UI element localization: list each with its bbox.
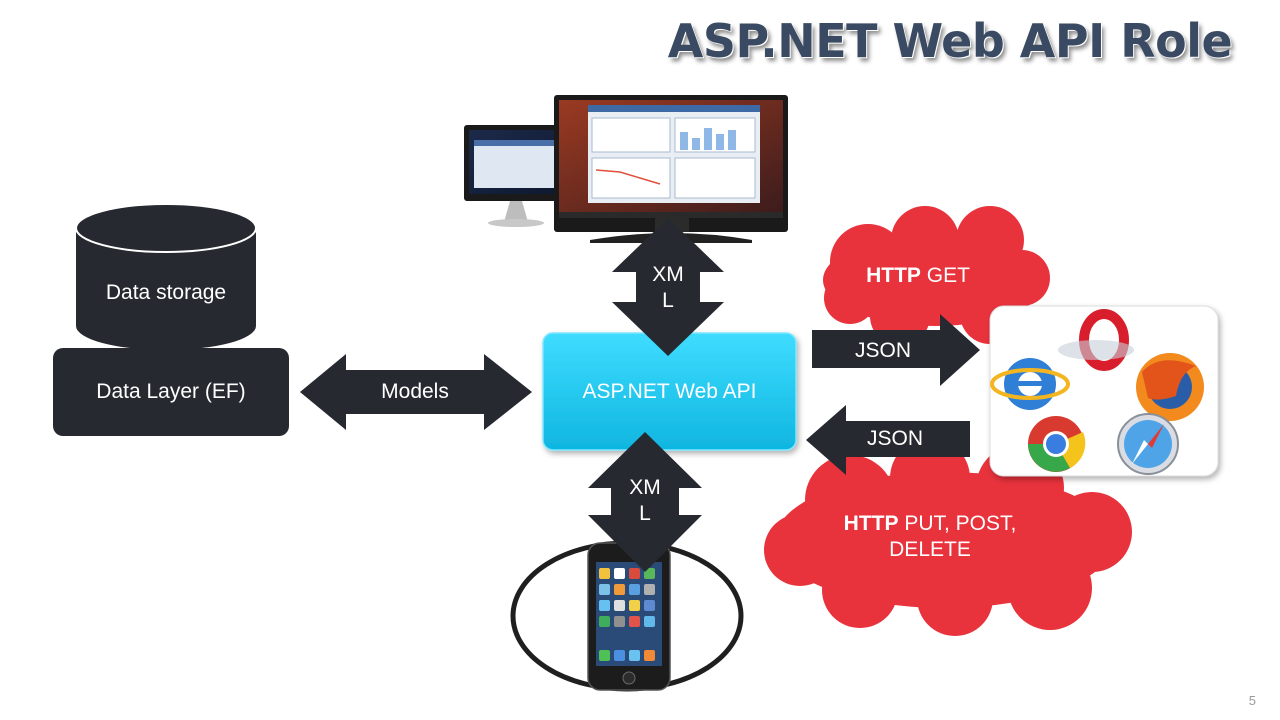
- json-in-arrow: [806, 405, 970, 475]
- browser-logos-image: [989, 305, 1219, 477]
- http-get-label: HTTP GET: [840, 263, 996, 289]
- data-storage-label: Data storage: [105, 281, 227, 304]
- xml-bottom-label-line1: XM: [629, 476, 661, 499]
- http-get-bold: HTTP: [866, 264, 921, 287]
- slide-number: 5: [1248, 693, 1256, 708]
- models-label: Models: [381, 380, 449, 403]
- json-in-label: JSON: [866, 427, 923, 450]
- http-get-method: GET: [920, 264, 970, 287]
- smartphone-image: [587, 542, 671, 691]
- xml-top-label: XM L: [636, 262, 700, 314]
- data-layer-label: Data Layer (EF): [96, 380, 246, 403]
- http-write-label: HTTP PUT, POST, DELETE: [800, 511, 1060, 563]
- http-write-bold: HTTP: [843, 512, 899, 535]
- xml-bottom-label: XM L: [611, 475, 679, 527]
- xml-bottom-arrow: [588, 432, 702, 572]
- http-write-line2: DELETE: [889, 538, 971, 561]
- xml-top-arrow: [612, 218, 724, 356]
- xml-top-label-line1: XM: [652, 263, 684, 286]
- data-layer-box: [53, 348, 289, 436]
- slide-title: ASP.NET Web API Role: [667, 14, 1233, 68]
- desktop-monitors-image: [464, 95, 788, 243]
- json-out-arrow: [812, 314, 980, 386]
- web-api-label: ASP.NET Web API: [582, 380, 757, 403]
- models-arrow: [300, 354, 532, 430]
- xml-bottom-label-line2: L: [639, 502, 651, 525]
- json-out-label: JSON: [854, 339, 911, 362]
- data-storage-cylinder: [75, 203, 257, 350]
- xml-top-label-line2: L: [662, 289, 674, 312]
- http-write-methods: PUT, POST,: [898, 512, 1017, 535]
